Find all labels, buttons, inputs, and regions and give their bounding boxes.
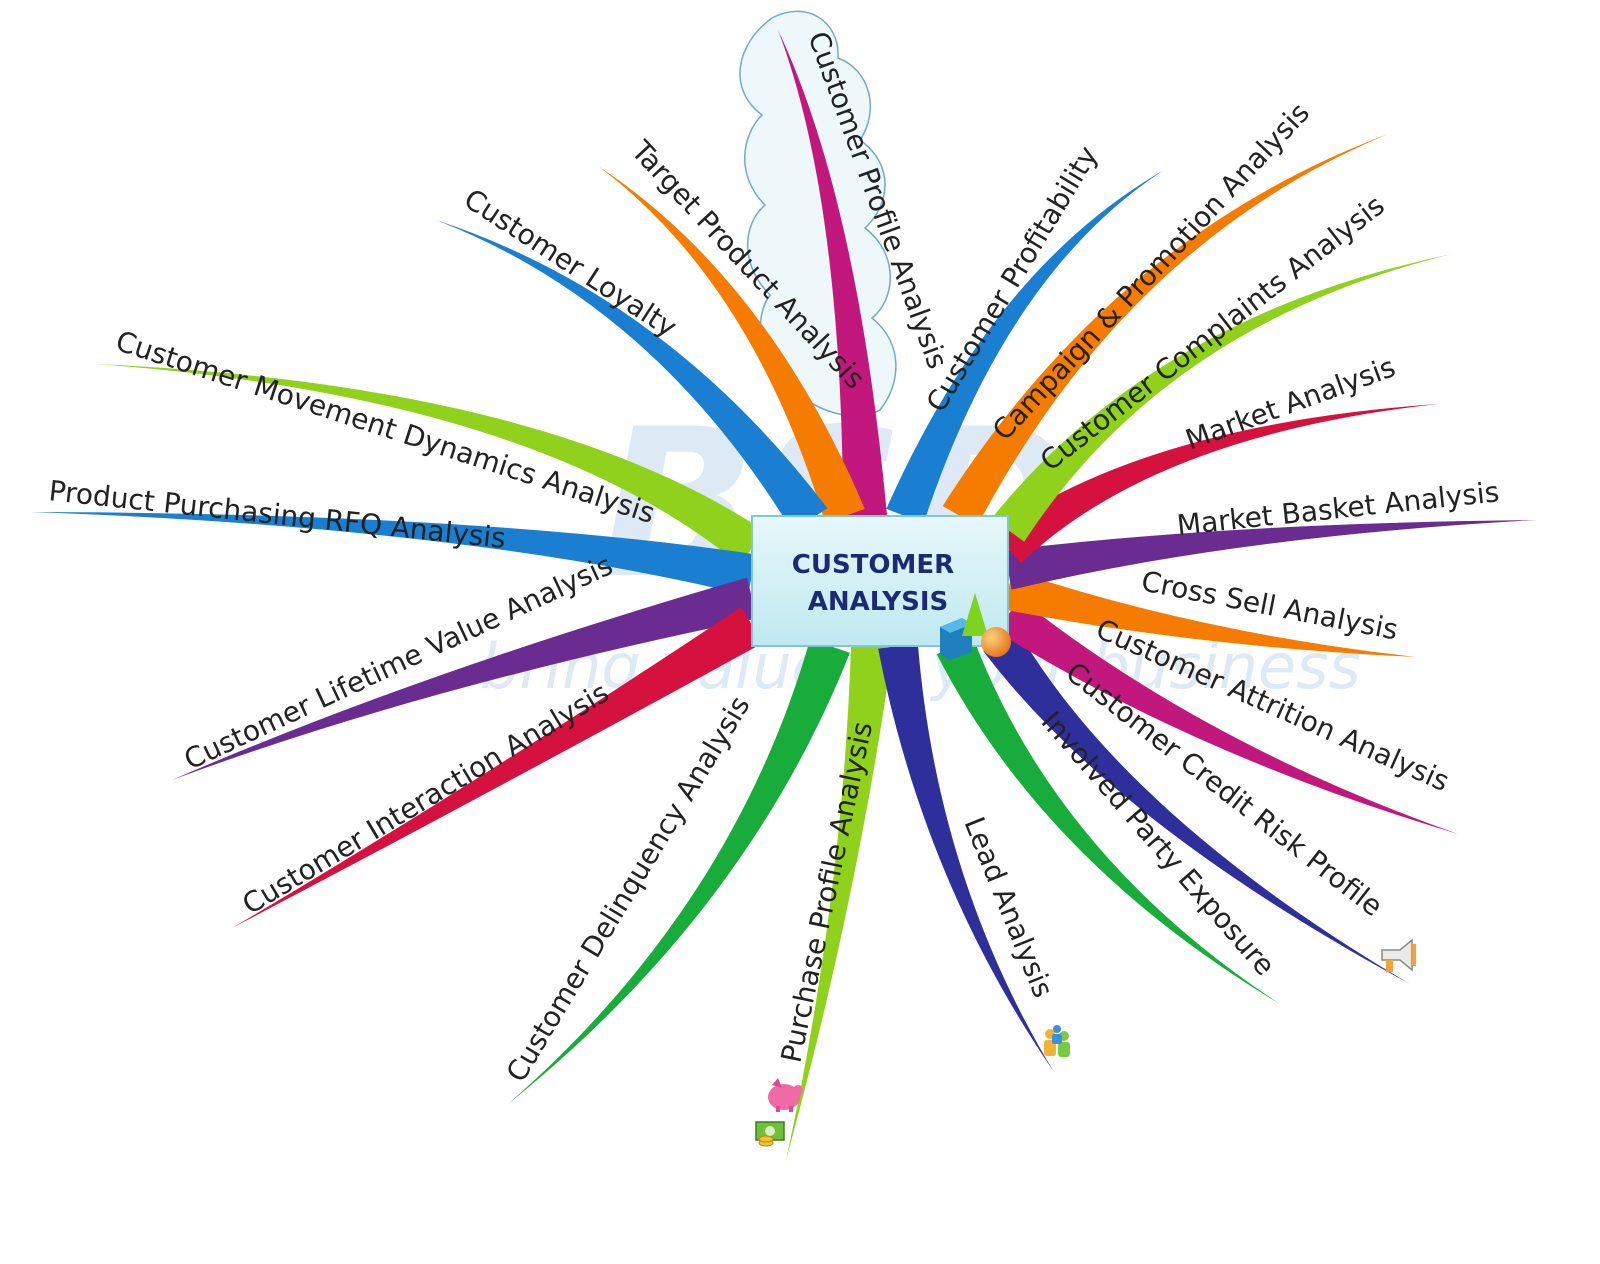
branch-customer-profitability[interactable] <box>886 170 1164 524</box>
branch-involved-party-exposure[interactable] <box>936 637 1280 1004</box>
branch-customer-complaints-analysis[interactable] <box>991 254 1452 542</box>
shapes-icon <box>940 593 1011 660</box>
branch-customer-movement-dynamics-analysis[interactable] <box>95 364 765 565</box>
branch-customer-delinquency-analysis[interactable] <box>508 639 850 1104</box>
megaphone-icon <box>1381 938 1416 972</box>
branch-customer-attrition-analysis[interactable] <box>996 598 1458 834</box>
branch-customer-loyalty[interactable] <box>436 220 828 532</box>
branch-market-analysis[interactable] <box>995 404 1438 564</box>
branch-market-basket-analysis[interactable] <box>1004 520 1536 590</box>
branch-label-customer-profitability[interactable]: Customer Profitability <box>920 140 1105 417</box>
branch-customer-profile-analysis[interactable] <box>778 30 887 518</box>
branch-customer-credit-risk-profile[interactable] <box>983 628 1410 984</box>
branch-lead-analysis[interactable] <box>878 643 1054 1072</box>
branch-purchase-profile-analysis[interactable] <box>786 644 893 1160</box>
central-topic[interactable]: CUSTOMER ANALYSIS <box>751 515 1011 660</box>
money-icon <box>755 1121 785 1147</box>
people-icon <box>1044 1025 1070 1057</box>
branch-campaign-promotion-analysis[interactable] <box>942 134 1388 527</box>
branch-customer-interaction-analysis[interactable] <box>232 607 763 928</box>
branch-cross-sell-analysis[interactable] <box>1002 570 1416 657</box>
branch-product-purchasing-rfq-analysis[interactable] <box>30 512 757 596</box>
branch-label-market-analysis[interactable]: Market Analysis <box>1181 350 1400 456</box>
piggy-bank-icon <box>768 1078 803 1112</box>
branch-target-product-analysis[interactable] <box>598 166 865 524</box>
branches <box>30 30 1536 1160</box>
central-topic-line2: ANALYSIS <box>808 587 948 617</box>
central-topic-line1: CUSTOMER <box>792 550 954 580</box>
branch-customer-lifetime-value-analysis[interactable] <box>172 577 758 780</box>
